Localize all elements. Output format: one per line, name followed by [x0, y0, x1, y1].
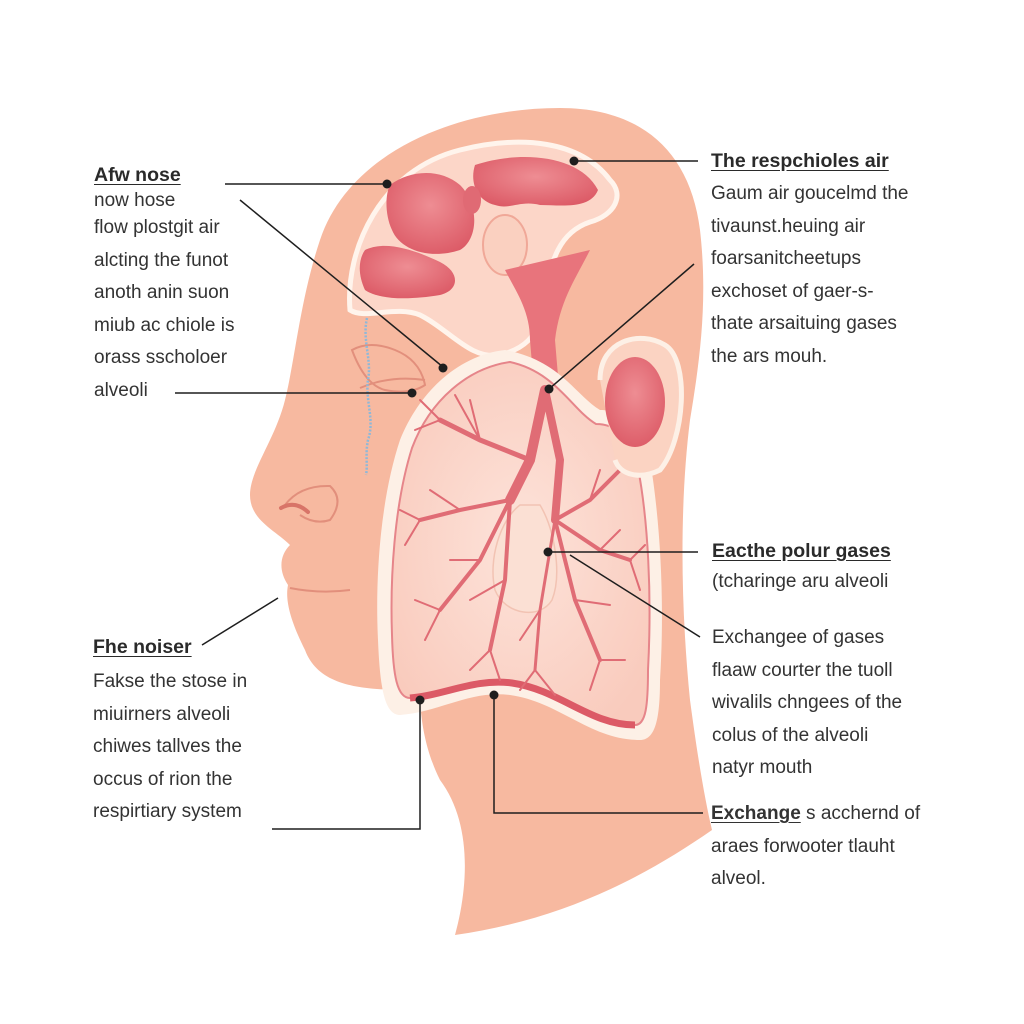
diaphragm: [409, 678, 636, 729]
sinus-upper-left: [386, 172, 475, 254]
label-line: orass sscholoer: [94, 347, 228, 368]
leader-lines: [175, 160, 703, 830]
label-line: Fakse the stose in: [93, 671, 248, 692]
label-title-suffix: s acchernd of: [806, 803, 921, 824]
label-line: thate arsaituing gases: [711, 313, 897, 334]
tear-duct-line: [364, 317, 372, 476]
label-line: alcting the funot: [94, 249, 229, 271]
ear-sac: [605, 357, 665, 447]
label-line: wivalils chngees of the: [712, 692, 903, 713]
label-line: chiwes tallves the: [93, 736, 242, 757]
label-line: araes forwooter tlauht: [711, 835, 895, 857]
label-line: natyr mouth: [712, 757, 813, 778]
label-bottom-left: Fhe noiser Fakse the stose in miuirners …: [93, 632, 247, 829]
label-line: alveol.: [711, 868, 766, 889]
label-line: the ars mouh.: [711, 345, 828, 367]
label-middle-right: Eacthe polur gases (tcharinge aru alveol…: [712, 536, 891, 599]
sinus-small: [463, 186, 481, 214]
label-line: miuirners alveoli: [93, 703, 231, 725]
label-lower-right: Exchangee of gases flaaw courter the tuo…: [712, 622, 902, 785]
label-line: tivaunst.heuing air: [711, 215, 866, 237]
label-title: Eacthe polur gases: [712, 540, 891, 562]
label-top-right: The respchioles air Gaum air goucelmd th…: [711, 146, 909, 373]
label-line: occus of rion the: [93, 768, 233, 790]
label-top-left: Afw nose now hose flow plostgit air alct…: [94, 160, 234, 407]
label-title: The respchioles air: [711, 150, 889, 172]
label-line: anoth anin suon: [94, 282, 230, 303]
trachea: [505, 250, 590, 470]
label-line: exchoset of gaer-s-: [711, 280, 874, 302]
label-title: Exchange: [711, 803, 801, 824]
nasal-opening: [482, 214, 528, 276]
label-line: respirtiary system: [93, 801, 242, 822]
eye-lid: [359, 377, 426, 389]
label-line: flow plostgit air: [94, 217, 220, 238]
label-line: foarsanitcheetups: [711, 248, 861, 269]
label-line: miub ac chiole is: [94, 314, 235, 336]
sinus-frontal: [473, 157, 598, 207]
label-title: Fhe noiser: [93, 636, 192, 658]
nose-outline: [284, 484, 339, 523]
lip-line: [289, 587, 351, 593]
eye-outline: [350, 344, 427, 393]
label-line: colus of the alveoli: [712, 724, 869, 746]
label-title: Afw nose: [94, 164, 181, 186]
label-line: flaaw courter the tuoll: [712, 659, 893, 681]
label-bottom-right: Exchange s acchernd of araes forwooter t…: [711, 798, 920, 896]
nostril: [279, 502, 310, 514]
sinus-lower-left: [359, 245, 455, 299]
label-line: (tcharinge aru alveoli: [712, 571, 889, 592]
label-line: alveoli: [94, 379, 148, 401]
bronchial-tree: [399, 385, 646, 696]
label-line: Exchangee of gases: [712, 627, 885, 648]
label-line: Gaum air goucelmd the: [711, 183, 909, 204]
label-line: now hose: [94, 190, 176, 211]
leader-dots: [382, 156, 579, 705]
